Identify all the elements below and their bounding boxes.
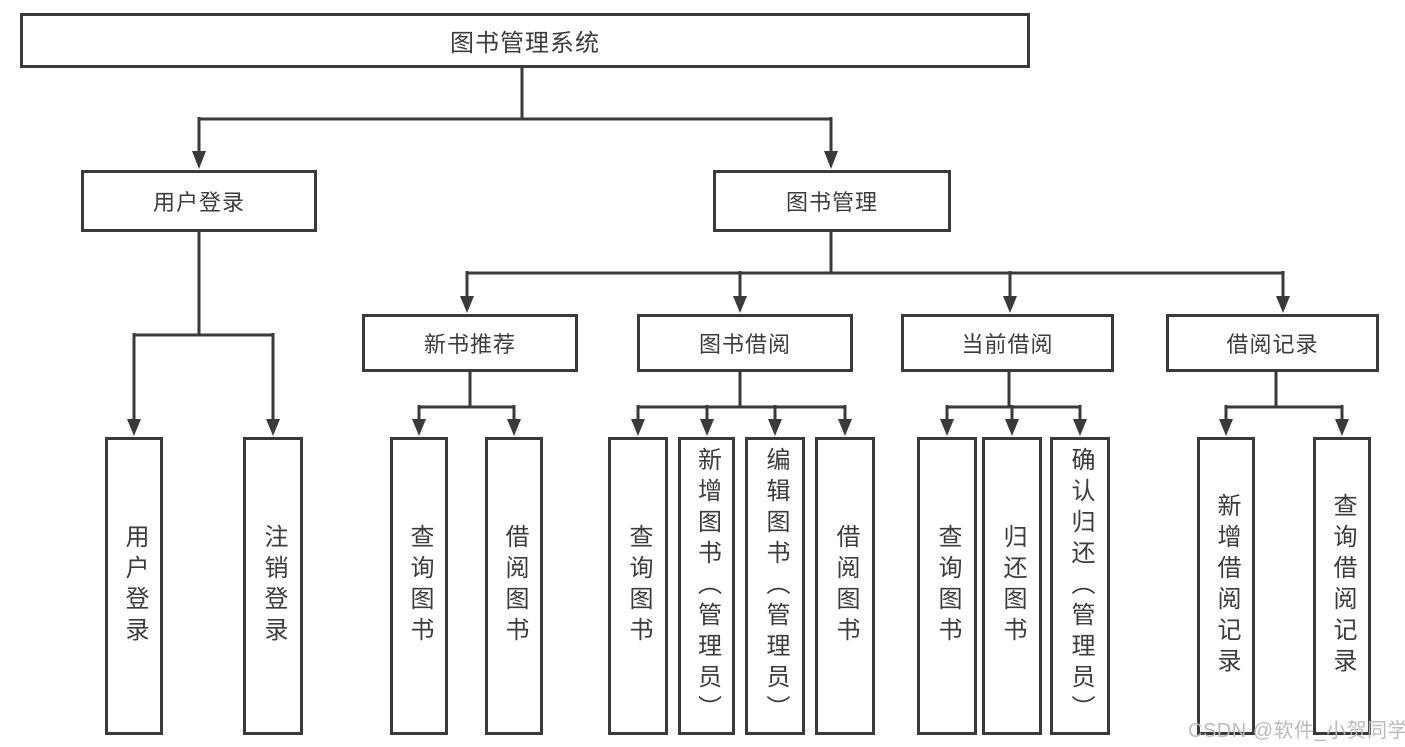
leaf-logout: 注销登录 bbox=[243, 437, 303, 735]
node-book-borrowing: 图书借阅 bbox=[637, 314, 853, 372]
watermark: CSDN @软件_小贺同学 bbox=[1188, 720, 1405, 742]
node-user-login: 用户登录 bbox=[81, 170, 317, 232]
leaf-query-books-2: 查询图书 bbox=[608, 437, 668, 735]
arrowhead-icons bbox=[127, 151, 1349, 436]
leaf-edit-book-admin: 编辑图书（管理员） bbox=[745, 437, 805, 735]
leaf-return-books: 归还图书 bbox=[982, 437, 1042, 735]
leaf-confirm-return-admin: 确认归还（管理员） bbox=[1050, 437, 1110, 735]
leaf-add-borrow-record: 新增借阅记录 bbox=[1197, 437, 1255, 735]
node-new-book-recommendation: 新书推荐 bbox=[362, 314, 578, 372]
leaf-borrow-books-1: 借阅图书 bbox=[485, 437, 543, 735]
leaf-query-books-1: 查询图书 bbox=[390, 437, 448, 735]
leaf-user-login: 用户登录 bbox=[105, 437, 163, 735]
node-borrowing-records: 借阅记录 bbox=[1166, 314, 1379, 372]
leaf-query-books-3: 查询图书 bbox=[917, 437, 977, 735]
leaf-query-borrow-record: 查询借阅记录 bbox=[1313, 437, 1371, 735]
leaf-add-book-admin: 新增图书（管理员） bbox=[678, 437, 735, 735]
node-current-borrowing: 当前借阅 bbox=[901, 314, 1114, 372]
leaf-borrow-books-2: 借阅图书 bbox=[815, 437, 875, 735]
node-book-management-system: 图书管理系统 bbox=[20, 13, 1030, 68]
node-book-management: 图书管理 bbox=[713, 170, 951, 232]
